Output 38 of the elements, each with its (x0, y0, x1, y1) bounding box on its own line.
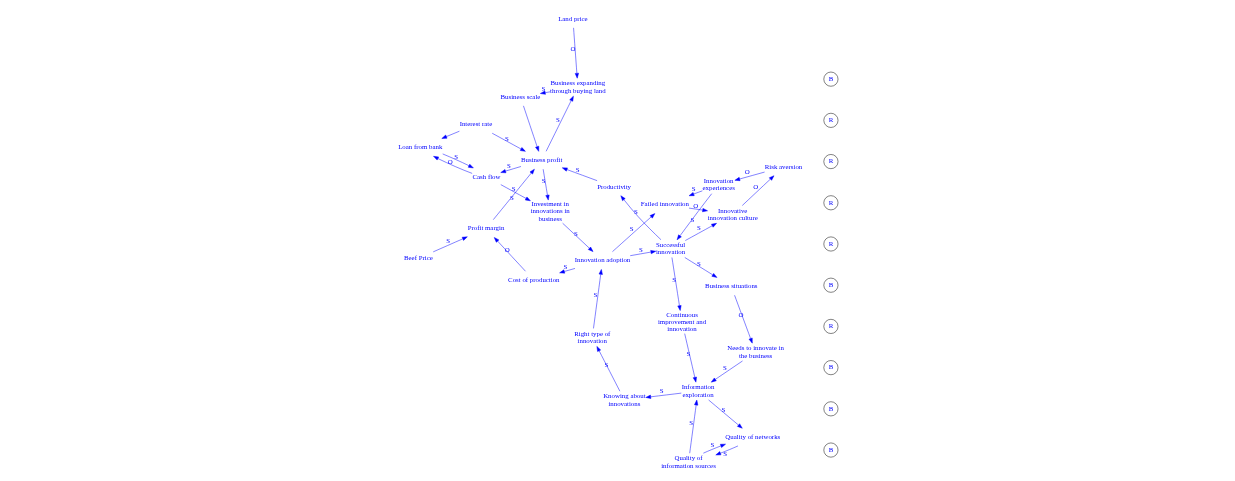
arrow (493, 237, 526, 272)
arrow (500, 184, 531, 202)
arrow (542, 168, 549, 201)
arrow (710, 360, 743, 383)
arrow (558, 268, 575, 274)
arrow (629, 250, 656, 256)
arrow (734, 171, 765, 181)
arrow (611, 213, 655, 252)
arrow (522, 105, 539, 152)
arrow (441, 153, 474, 169)
arrow (702, 443, 726, 454)
arrow (492, 168, 535, 220)
arrow (683, 333, 697, 383)
arrow (671, 257, 681, 311)
arrow (545, 95, 574, 152)
arrow (596, 346, 620, 392)
arrow (539, 90, 550, 95)
arrow (561, 167, 597, 181)
arrow (500, 166, 521, 173)
arrow (684, 223, 717, 241)
arrow (432, 236, 468, 253)
arrow (715, 445, 738, 456)
arrow (572, 27, 579, 79)
arrow (707, 399, 743, 429)
arrow (645, 392, 682, 399)
arrow (688, 399, 698, 454)
arrow (688, 190, 703, 196)
arrow (620, 195, 661, 240)
arrow (741, 175, 774, 206)
arrow (688, 207, 708, 213)
arrow (561, 222, 593, 252)
arrow (684, 257, 717, 278)
arrow (733, 295, 753, 344)
arrow (592, 269, 603, 329)
arrow (676, 193, 712, 241)
arrow (441, 130, 460, 139)
arrow (432, 156, 472, 174)
arrow (491, 133, 526, 152)
